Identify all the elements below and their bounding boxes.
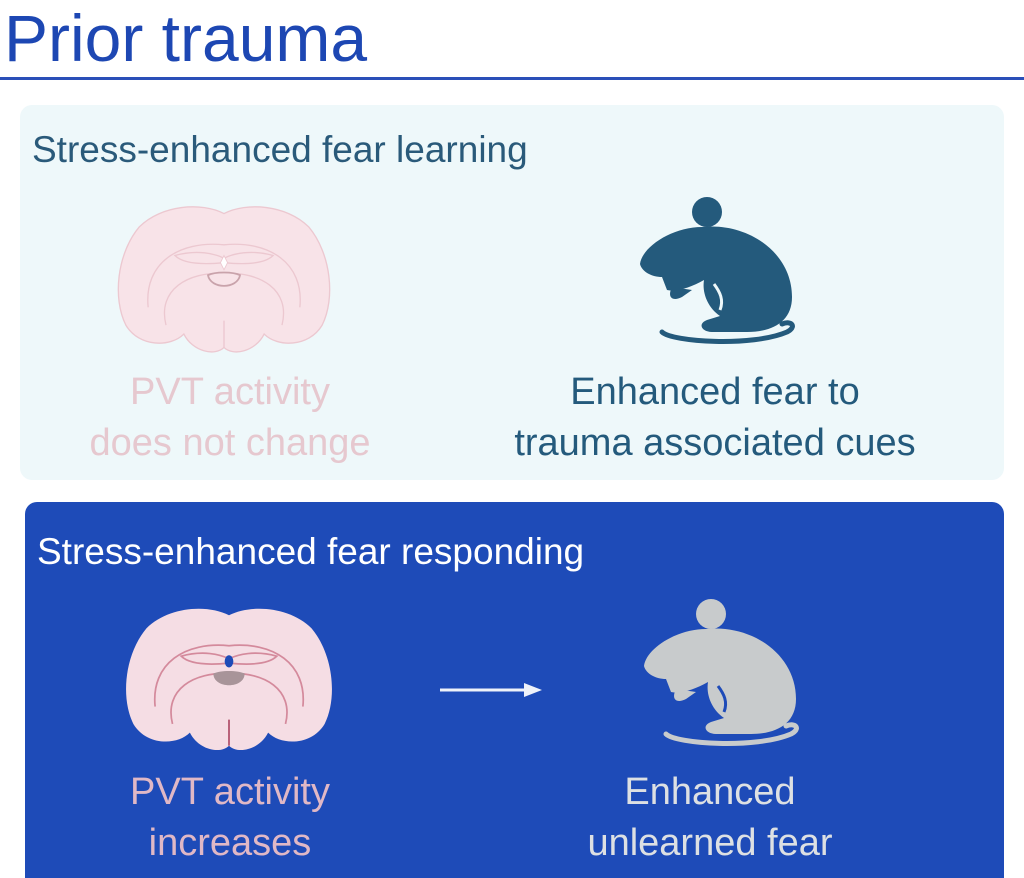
mouse-icon: [644, 599, 799, 746]
caption-line: trauma associated cues: [514, 422, 916, 464]
caption-line: increases: [148, 822, 312, 864]
caption-line: Enhanced: [624, 771, 796, 813]
mouse-caption: Enhanced fear to trauma associated cues: [440, 367, 990, 469]
brain-caption: PVT activity does not change: [40, 367, 420, 469]
panel-heading: Stress-enhanced fear responding: [37, 531, 585, 572]
mouse-icon: [640, 197, 795, 344]
caption-line: unlearned fear: [587, 822, 833, 864]
brain-caption: PVT activity increases: [40, 767, 420, 869]
arrow-right-icon: [440, 683, 542, 697]
caption-line: PVT activity: [130, 371, 330, 413]
caption-line: PVT activity: [130, 771, 330, 813]
mouse-caption: Enhanced unlearned fear: [480, 767, 940, 869]
title-divider: [0, 77, 1024, 80]
slide-title: Prior trauma: [4, 1, 368, 75]
panel-heading: Stress-enhanced fear learning: [32, 129, 528, 170]
caption-line: Enhanced fear to: [570, 371, 860, 413]
brain-icon: [117, 206, 331, 353]
brain-icon: [126, 608, 332, 751]
caption-line: does not change: [89, 422, 371, 464]
